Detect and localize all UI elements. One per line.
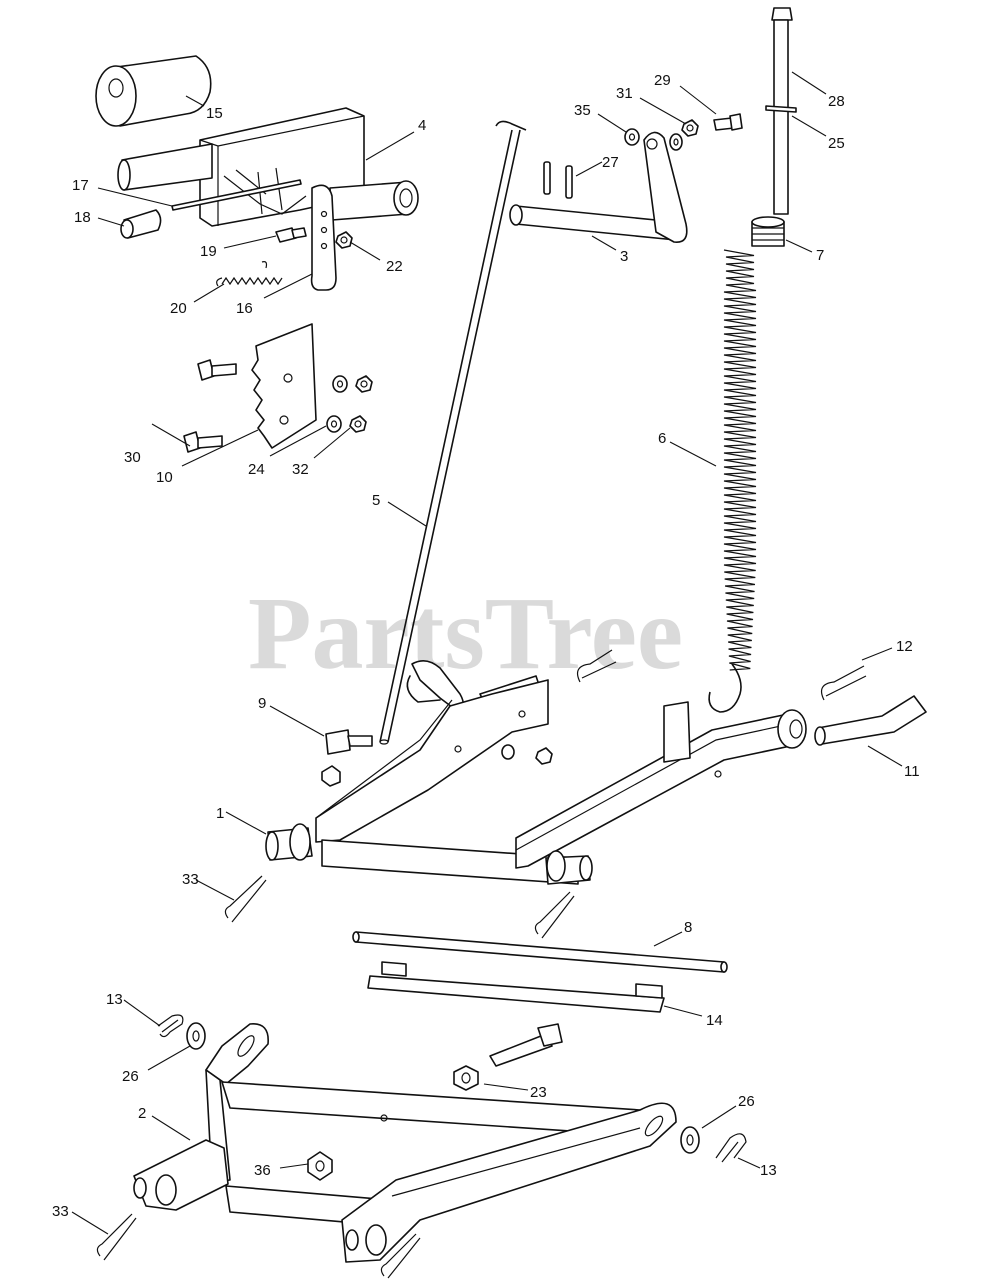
callout-28: 28 (828, 93, 845, 110)
part-28-spring-rod (765, 7, 797, 215)
part-11-elbow-pin (814, 695, 927, 746)
part-13-hairpin-a (157, 1014, 184, 1038)
part-5-lift-rod (379, 120, 527, 745)
callout-18: 18 (74, 209, 91, 226)
callout-9: 9 (258, 695, 266, 712)
callout-24: 24 (248, 461, 265, 478)
callout-20: 20 (170, 300, 187, 317)
callout-10: 10 (156, 469, 173, 486)
part-19-bolt (275, 227, 307, 243)
callout-1: 1 (216, 805, 224, 822)
part-26-washer-b (680, 1126, 700, 1154)
part-1-lift-arm (265, 660, 807, 885)
part-24-washers (326, 375, 348, 433)
part-7-spring-cap (751, 216, 785, 247)
callout-16: 16 (236, 300, 253, 317)
callout-6: 6 (658, 430, 666, 447)
part-16-lever (310, 184, 337, 291)
watermark-text: PartsTree (248, 576, 683, 691)
callout-17: 17 (72, 177, 89, 194)
callout-36: 36 (254, 1162, 271, 1179)
part-20-spring (216, 261, 283, 287)
callout-3: 3 (620, 248, 628, 265)
callout-30: 30 (124, 449, 141, 466)
callout-33-upper: 33 (182, 871, 199, 888)
part-33-cotter-pin-d (380, 1233, 421, 1279)
callout-5: 5 (372, 492, 380, 509)
part-10-detent-plate (251, 323, 317, 449)
callout-11: 11 (904, 763, 920, 780)
part-36-nut (307, 1151, 333, 1181)
part-35-washer (624, 128, 640, 146)
part-35-washer-b (669, 133, 683, 151)
callout-27: 27 (602, 154, 619, 171)
part-23-bolt (453, 1023, 563, 1091)
part-33-cotter-pin-a (224, 875, 267, 923)
part-18-knob (120, 209, 162, 239)
part-31-nut (681, 119, 699, 137)
part-29-bolt (713, 113, 743, 131)
part-17-rod (171, 179, 302, 211)
part-27-roll-pins (543, 161, 573, 199)
part-32-nuts (349, 375, 373, 433)
callout-15: 15 (206, 105, 223, 122)
callout-13-right: 13 (760, 1162, 777, 1179)
part-2-frame (133, 1023, 677, 1263)
callout-25: 25 (828, 135, 845, 152)
callout-labels: 15 4 17 18 19 22 20 16 30 10 24 32 5 35 … (52, 72, 920, 1220)
callout-13-left: 13 (106, 991, 123, 1008)
callout-31: 31 (616, 85, 633, 102)
part-33-cotter-pin-b (534, 891, 575, 939)
part-30-bolts (183, 359, 237, 453)
callout-14: 14 (706, 1012, 723, 1029)
callout-22: 22 (386, 258, 403, 275)
part-9-adjuster (321, 729, 373, 787)
part-8-pin (352, 931, 728, 973)
callout-26-right: 26 (738, 1093, 755, 1110)
callout-33-lower: 33 (52, 1203, 69, 1220)
callout-23: 23 (530, 1084, 547, 1101)
part-4-lever-bracket (117, 107, 419, 227)
callout-29: 29 (654, 72, 671, 89)
part-3-pivot-arm (509, 131, 688, 243)
callout-4: 4 (418, 117, 426, 134)
leader-lines (71, 71, 903, 1235)
part-12-hairpin (577, 649, 867, 701)
part-13-hairpin-b (715, 1133, 747, 1163)
part-15-handle-grip (95, 55, 212, 127)
part-33-cotter-pin-c (96, 1213, 137, 1261)
callout-26-left: 26 (122, 1068, 139, 1085)
part-14-channel-bar (367, 961, 665, 1013)
callout-32: 32 (292, 461, 309, 478)
callout-12: 12 (896, 638, 913, 655)
part-22-nut (335, 231, 353, 249)
callout-7: 7 (816, 247, 824, 264)
part-6-spring (708, 249, 757, 713)
callout-8: 8 (684, 919, 692, 936)
callout-19: 19 (200, 243, 217, 260)
callout-2: 2 (138, 1105, 146, 1122)
callout-35: 35 (574, 102, 591, 119)
part-26-washer-a (186, 1022, 206, 1050)
